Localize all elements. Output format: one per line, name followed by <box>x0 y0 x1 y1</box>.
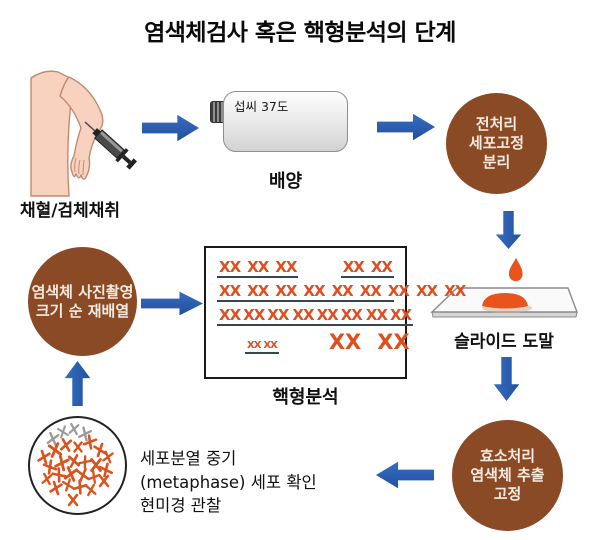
karyotype-row: XX XX XX XX XX XX XX XX XX <box>217 282 466 302</box>
arrow-pretreat-to-smear-icon <box>495 211 522 249</box>
microscope-line2: (metaphase) 세포 확인 <box>140 472 317 492</box>
karyotype-label: 핵형분석 <box>272 387 339 408</box>
chromosome-pair: XX <box>328 330 362 354</box>
slide-smear-illustration <box>430 258 579 318</box>
photo-line1: 염색체 사진촬영 <box>31 282 134 301</box>
pretreatment-line3: 분리 <box>482 153 511 171</box>
smear-blob-icon <box>482 293 528 309</box>
flask-temperature-note: 섭씨 37도 <box>234 99 289 114</box>
chromosome-pair: XX <box>340 306 363 324</box>
chromosome-pair: XX <box>247 340 261 351</box>
chromosome-pair: XX <box>342 258 365 276</box>
metaphase-cell-illustration <box>28 416 127 515</box>
chromosome-pair: XX <box>389 306 412 324</box>
arm-shape <box>59 76 104 180</box>
karyotype-row: XX XX XX XX XX <box>217 260 394 278</box>
enzyme-line1: 효소처리 <box>479 447 536 465</box>
chromosome-pair: XX <box>263 340 277 351</box>
chromosome-group: XX XX XX <box>217 258 299 278</box>
chromosome-pair: XX <box>359 282 382 300</box>
pretreatment-line1: 전처리 <box>475 115 518 133</box>
arrow-smear-to-enzyme-icon <box>493 357 520 401</box>
chromosome-group: XX XX XX XX XX XX XX XX XX <box>217 282 466 302</box>
microscope-text: 세포분열 중기 (metaphase) 세포 확인 현미경 관찰 <box>140 447 317 518</box>
culture-flask-icon <box>223 91 348 152</box>
photo-line2: 크기 순 재배열 <box>35 301 130 320</box>
arrow-enzyme-to-microscope-icon <box>376 461 434 489</box>
finger-lines <box>74 157 85 176</box>
photo-step-circle: 염색체 사진촬영 크기 순 재배열 <box>28 247 137 356</box>
enzyme-step-circle: 효소처리 염색체 추출 고정 <box>452 420 563 531</box>
chromosome-pair: XX <box>243 306 265 324</box>
enzyme-line3: 고정 <box>493 485 522 503</box>
chromosome-pair: XX <box>370 258 393 276</box>
page-title: 염색체검사 혹은 핵형분석의 단계 <box>144 20 456 46</box>
enzyme-line2: 염색체 추출 <box>470 466 545 484</box>
arrow-microscope-to-photo-icon <box>64 361 91 406</box>
chromosome-pair: XX <box>247 258 269 276</box>
chromosome-pair: XX <box>316 306 339 324</box>
droplet-icon <box>508 258 523 282</box>
chromosome-pair: XX <box>387 282 410 300</box>
chromosome-pair: XX <box>365 306 388 324</box>
chromosome-pair: XX <box>275 258 297 276</box>
chromosome-pair: XX <box>331 282 354 300</box>
blood-draw-illustration <box>30 70 137 197</box>
pretreatment-step-circle: 전처리 세포고정 분리 <box>446 93 547 194</box>
chromosome-group: XX XX <box>327 332 412 354</box>
syringe-icon <box>84 121 137 170</box>
chromosome-pair: XX <box>247 282 269 300</box>
chromosome-pair: XX <box>219 282 241 300</box>
arrow-photo-to-karyotype-icon <box>141 291 203 316</box>
chromosome-pair: XX <box>377 330 410 354</box>
chromosome-pair: XX <box>275 282 297 300</box>
smear-label: 슬라이드 도말 <box>454 332 554 352</box>
chromosome-pair: XX <box>219 306 241 324</box>
pretreatment-line2: 세포고정 <box>468 134 525 152</box>
culture-label: 배양 <box>268 171 303 192</box>
microscope-line3: 현미경 관찰 <box>140 496 222 515</box>
chromosome-pair: XX <box>219 258 241 276</box>
chromosome-pair: XX <box>444 282 466 300</box>
arrow-culture-to-pretreat-icon <box>377 113 435 141</box>
blood-draw-label: 채혈/검체채취 <box>20 201 121 221</box>
chromosome-pair: XX <box>267 306 289 324</box>
arrow-sample-to-culture-icon <box>142 114 199 142</box>
chromosome-pair: XX <box>415 282 438 300</box>
microscope-line1: 세포분열 중기 <box>140 449 237 468</box>
chromosome-pair: XX <box>303 282 325 300</box>
chromosome-pair: XX <box>292 306 314 324</box>
chromosome-group: XX XX <box>340 258 394 278</box>
